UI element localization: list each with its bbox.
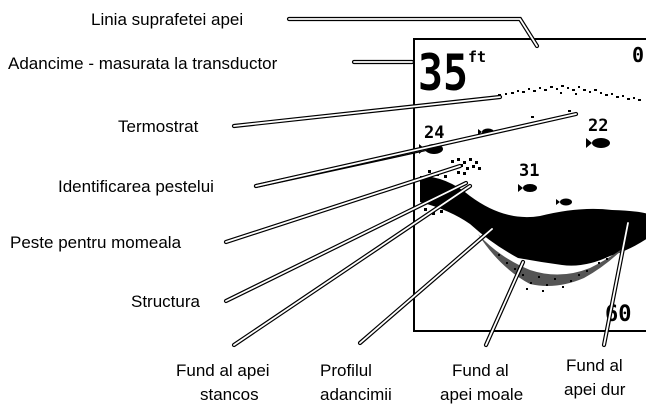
fish-depth-label: 24	[424, 123, 444, 143]
label-hard-bottom-line2: apei dur	[564, 380, 626, 399]
label-soft-bottom-line1: Fund al	[452, 361, 509, 380]
label-thermocline: Termostrat	[118, 117, 199, 136]
fish-depth-label: 31	[519, 161, 539, 181]
top-scale-value: 0	[632, 43, 644, 67]
label-hard-bottom-line1: Fund al	[566, 356, 623, 375]
depth-readout: 35	[418, 44, 468, 102]
label-depth-profile-line2: adancimii	[320, 385, 392, 404]
label-surface-line: Linia suprafetei apei	[91, 10, 243, 29]
label-bait-fish: Peste pentru momeala	[10, 233, 182, 252]
label-structure: Structura	[131, 292, 201, 311]
label-rocky-bottom-line2: stancos	[200, 385, 259, 404]
label-rocky-bottom-line1: Fund al apei	[176, 361, 270, 380]
label-depth-transducer: Adancime - masurata la transductor	[8, 54, 278, 73]
depth-unit: ft	[468, 48, 486, 66]
fish-depth-label: 22	[588, 116, 608, 136]
label-depth-profile-line1: Profilul	[320, 361, 372, 380]
label-soft-bottom-line2: apei moale	[440, 385, 523, 404]
label-fish-id: Identificarea pestelui	[58, 177, 214, 196]
